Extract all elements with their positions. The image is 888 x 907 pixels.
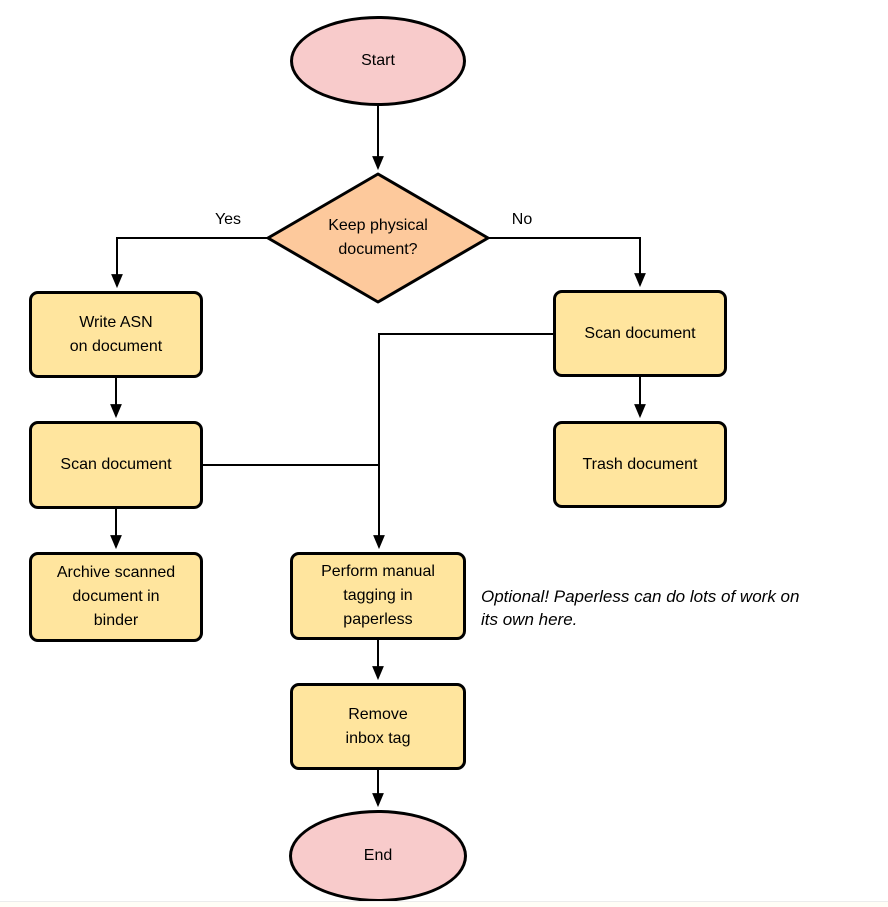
node-write-asn: Write ASN on document (29, 291, 203, 378)
edge-decision-no-to-scan-right (489, 237, 646, 288)
page-bottom-edge (0, 901, 888, 907)
node-decision: Keep physical document? (268, 174, 488, 302)
node-scan-document-right: Scan document (553, 290, 727, 377)
node-end: End (289, 810, 467, 902)
node-write-asn-label: Write ASN on document (69, 313, 163, 355)
edge-label-no: No (511, 211, 533, 228)
node-scan-document-right-label: Scan document (584, 324, 696, 342)
node-scan-document-left-label: Scan document (60, 456, 172, 473)
node-decision-label: Keep physical document? (328, 217, 428, 258)
node-trash-document-label: Trash document (582, 455, 698, 473)
edge-decision-yes-to-write-asn (111, 237, 267, 289)
edge-scan-right-to-perform-tagging (373, 333, 553, 550)
node-trash-document: Trash document (553, 421, 727, 508)
node-end-label: End (363, 847, 393, 864)
node-start: Start (290, 16, 466, 106)
node-archive-in-binder-label: Archive scanned document in binder (56, 564, 176, 629)
node-start-label: Start (361, 52, 395, 69)
annotation-note: Optional! Paperless can do lots of work … (481, 587, 800, 629)
decision-diamond-shape (266, 172, 490, 304)
node-remove-inbox-tag: Remove inbox tag (290, 683, 466, 770)
node-archive-in-binder: Archive scanned document in binder (29, 552, 203, 642)
node-scan-document-left: Scan document (29, 421, 203, 509)
node-remove-inbox-tag-label: Remove inbox tag (345, 705, 411, 747)
edge-label-yes: Yes (214, 211, 242, 228)
node-perform-manual-tagging: Perform manual tagging in paperless (290, 552, 466, 640)
node-perform-manual-tagging-label: Perform manual tagging in paperless (321, 563, 435, 628)
